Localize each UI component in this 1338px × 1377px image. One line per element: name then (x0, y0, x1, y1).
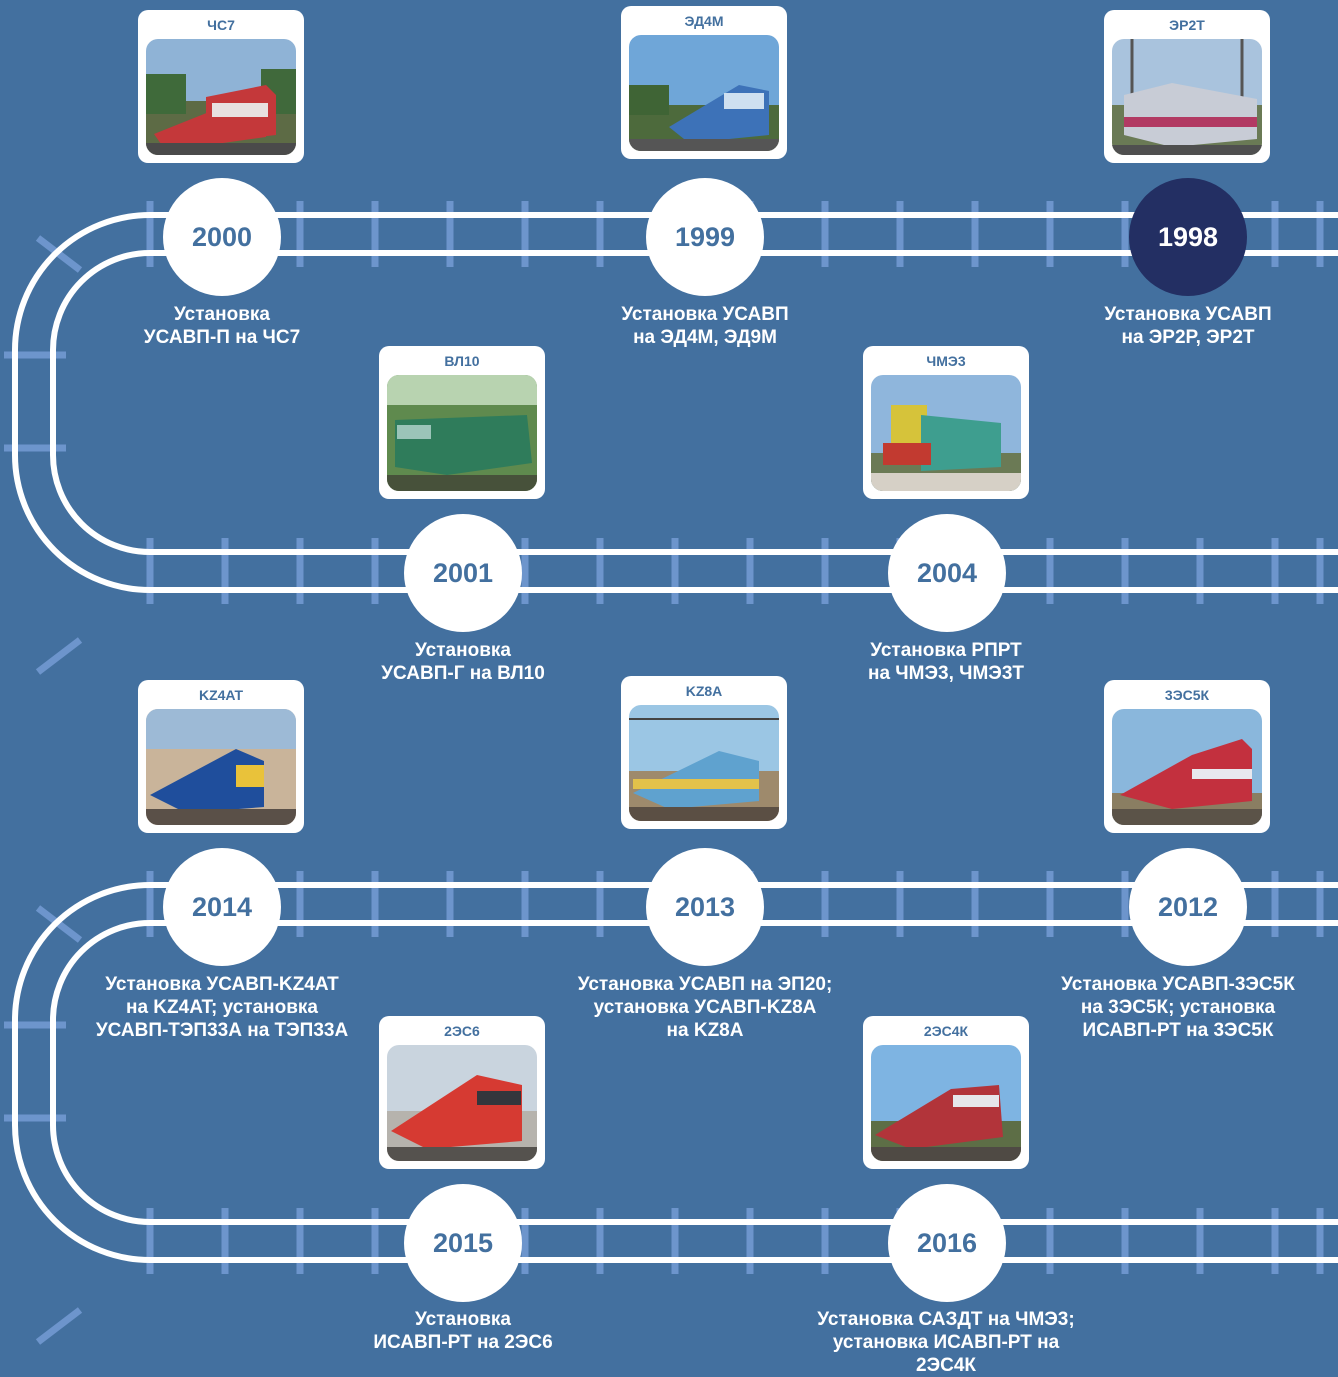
rail-inner-bottom-loop (50, 920, 1338, 1225)
year-circle-2013: 2013 (646, 848, 764, 966)
milestone-description-2001: Установка УСАВП-Г на ВЛ10 (381, 640, 545, 684)
loco-card-2es4k: 2ЭС4К (863, 1016, 1029, 1169)
loco-model-label: 2ЭС6 (444, 1023, 480, 1039)
milestone-description-2014: Установка УСАВП-KZ4AT на KZ4AT; установк… (95, 974, 349, 1041)
loco-card-ed4m: ЭД4М (621, 6, 787, 159)
loco-model-label: ЭР2Т (1169, 17, 1205, 33)
track-rails (12, 212, 1338, 1263)
year-circle-2004: 2004 (888, 514, 1006, 632)
milestone-description-1998: Установка УСАВП на ЭР2Р, ЭР2Т (1104, 304, 1272, 348)
loco-card-3es5k: 3ЭС5К (1104, 680, 1270, 833)
loco-card-2es6: 2ЭС6 (379, 1016, 545, 1169)
milestone-description-2015: Установка ИСАВП-РТ на 2ЭС6 (373, 1309, 553, 1353)
loco-model-label: 2ЭС4К (923, 1023, 969, 1039)
milestone-description-2004: Установка РПРТ на ЧМЭ3, ЧМЭ3Т (867, 640, 1024, 684)
year-circle-2014: 2014 (163, 848, 281, 966)
loco-model-label: KZ4AT (198, 687, 244, 703)
milestone-description-2016: Установка САЗДТ на ЧМЭ3; установка ИСАВП… (817, 1309, 1075, 1376)
milestone-description-2000: Установка УСАВП-П на ЧС7 (143, 304, 301, 348)
track-sleeper (35, 1307, 83, 1345)
loco-card-kz4at: KZ4AT (138, 680, 304, 833)
loco-model-label: ВЛ10 (444, 353, 480, 369)
loco-photo (146, 39, 296, 155)
track-sleeper (35, 637, 83, 675)
loco-card-er2t: ЭР2Т (1104, 10, 1270, 163)
year-circle-2001: 2001 (404, 514, 522, 632)
loco-model-label: ЭД4М (684, 13, 724, 29)
loco-photo (1112, 39, 1262, 155)
loco-model-label: KZ8A (685, 683, 723, 699)
year-circle-1998-active: 1998 (1129, 178, 1247, 296)
loco-photo (629, 35, 779, 151)
loco-card-chme3: ЧМЭ3 (863, 346, 1029, 499)
loco-photo (871, 375, 1021, 491)
year-circle-1999: 1999 (646, 178, 764, 296)
loco-photo (146, 709, 296, 825)
loco-card-chs7: ЧС7 (138, 10, 304, 163)
year-circle-2015: 2015 (404, 1184, 522, 1302)
year-circle-2000: 2000 (163, 178, 281, 296)
rail-outer-top-loop (12, 212, 1338, 593)
milestone-description-2012: Установка УСАВП-3ЭС5К на 3ЭС5К; установк… (1061, 974, 1295, 1041)
loco-photo (871, 1045, 1021, 1161)
loco-photo (387, 1045, 537, 1161)
year-circle-2016: 2016 (888, 1184, 1006, 1302)
loco-model-label: 3ЭС5К (1164, 687, 1210, 703)
loco-photo (1112, 709, 1262, 825)
year-circle-2012: 2012 (1129, 848, 1247, 966)
rail-outer-bottom-loop (12, 882, 1338, 1263)
loco-card-kz8a: KZ8A (621, 676, 787, 829)
milestone-description-1999: Установка УСАВП на ЭД4М, ЭД9М (621, 304, 789, 348)
loco-card-vl10: ВЛ10 (379, 346, 545, 499)
loco-photo (629, 705, 779, 821)
loco-photo (387, 375, 537, 491)
loco-model-label: ЧМЭ3 (926, 353, 966, 369)
loco-model-label: ЧС7 (207, 17, 235, 33)
milestone-description-2013: Установка УСАВП на ЭП20; установка УСАВП… (577, 974, 833, 1041)
rail-inner-top-loop (50, 250, 1338, 555)
